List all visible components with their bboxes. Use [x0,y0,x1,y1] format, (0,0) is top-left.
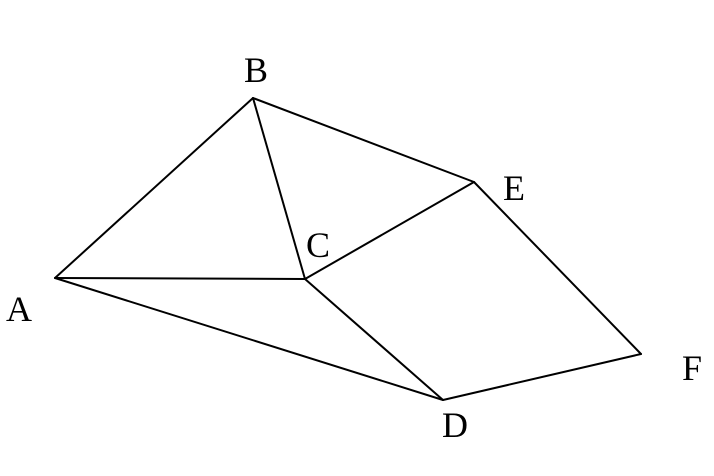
segment-AC [54,277,306,280]
point-label-E: E [503,168,525,208]
segment-AB [54,97,254,279]
segment-AD [54,277,444,401]
point-label-F: F [682,348,702,388]
segment-BE [252,97,475,183]
point-label-B: B [244,50,268,90]
segment-BC [252,97,306,280]
point-label-C: C [306,225,330,265]
segment-CD [304,278,444,401]
segment-CE [304,181,475,280]
point-label-A: A [6,289,32,329]
segment-DF [442,353,642,401]
segment-EF [473,181,642,355]
point-label-D: D [442,405,468,445]
